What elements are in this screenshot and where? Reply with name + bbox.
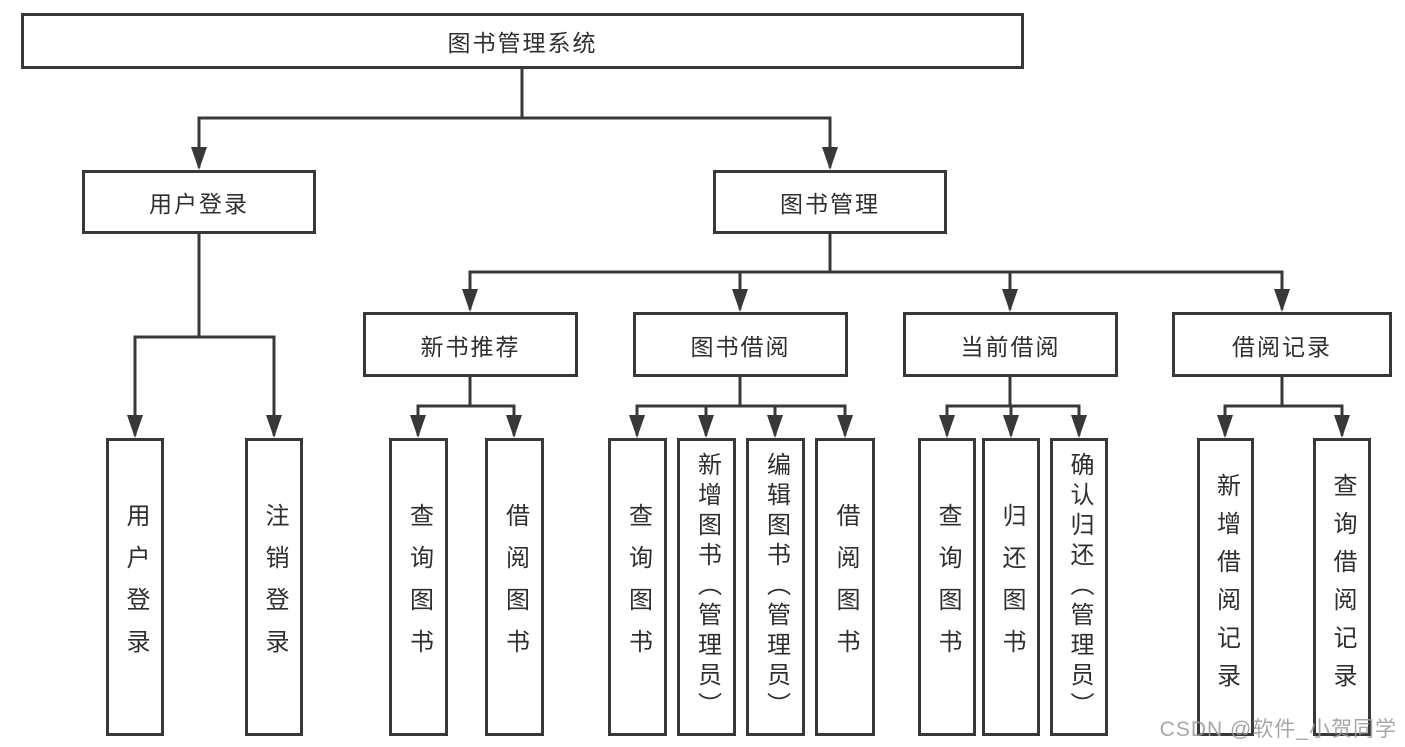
leaf-label: 归还图书: [998, 503, 1025, 671]
node-label: 图书借阅: [690, 333, 791, 360]
node-library-management-system: 图书管理系统: [21, 13, 1024, 69]
leaf-query-borrow-record: 查询借阅记录: [1313, 438, 1371, 736]
leaf-borrow-books: 借阅图书: [815, 438, 875, 736]
node-new-book-recommendation: 新书推荐: [363, 312, 578, 377]
leaf-label: 确认归还（管理员）: [1066, 452, 1093, 722]
leaf-label: 注销登录: [261, 503, 288, 671]
csdn-watermark: CSDN @软件_小贺同学: [1159, 718, 1397, 741]
leaf-edit-books-admin: 编辑图书（管理员）: [746, 438, 805, 736]
leaf-label: 编辑图书（管理员）: [762, 452, 790, 722]
tree-edges: [133, 67, 1344, 436]
leaf-return-books: 归还图书: [982, 438, 1040, 736]
arrowheads: [127, 147, 1350, 438]
node-book-borrowing: 图书借阅: [633, 312, 848, 377]
leaf-query-books-recommend: 查询图书: [389, 438, 448, 736]
leaf-user-login: 用户登录: [106, 438, 164, 736]
leaf-add-books-admin: 新增图书（管理员）: [677, 438, 736, 736]
node-user-login: 用户登录: [82, 170, 316, 234]
node-label: 借阅记录: [1232, 333, 1332, 360]
node-label: 用户登录: [149, 191, 249, 217]
node-current-borrowing: 当前借阅: [903, 312, 1118, 377]
leaf-borrow-books-recommend: 借阅图书: [485, 438, 544, 736]
leaf-confirm-return-admin: 确认归还（管理员）: [1050, 438, 1108, 736]
leaf-label: 借阅图书: [501, 503, 529, 671]
node-book-management: 图书管理: [713, 170, 947, 234]
leaf-label: 查询图书: [624, 503, 652, 671]
node-borrowing-records: 借阅记录: [1172, 312, 1392, 377]
node-label: 图书管理系统: [447, 30, 598, 56]
leaf-label: 新增借阅记录: [1212, 473, 1240, 701]
leaf-label: 用户登录: [122, 503, 149, 671]
leaf-label: 新增图书（管理员）: [693, 452, 721, 722]
node-label: 新书推荐: [420, 333, 521, 360]
leaf-label: 查询图书: [405, 503, 433, 671]
leaf-label: 查询图书: [934, 503, 961, 671]
leaf-query-books-borrowing: 查询图书: [608, 438, 667, 736]
node-label: 当前借阅: [960, 333, 1061, 360]
leaf-add-borrow-record: 新增借阅记录: [1197, 438, 1254, 736]
node-label: 图书管理: [780, 191, 880, 217]
leaf-logout: 注销登录: [245, 438, 303, 736]
leaf-label: 借阅图书: [832, 503, 859, 671]
leaf-label: 查询借阅记录: [1329, 473, 1356, 701]
leaf-query-books-current: 查询图书: [918, 438, 976, 736]
